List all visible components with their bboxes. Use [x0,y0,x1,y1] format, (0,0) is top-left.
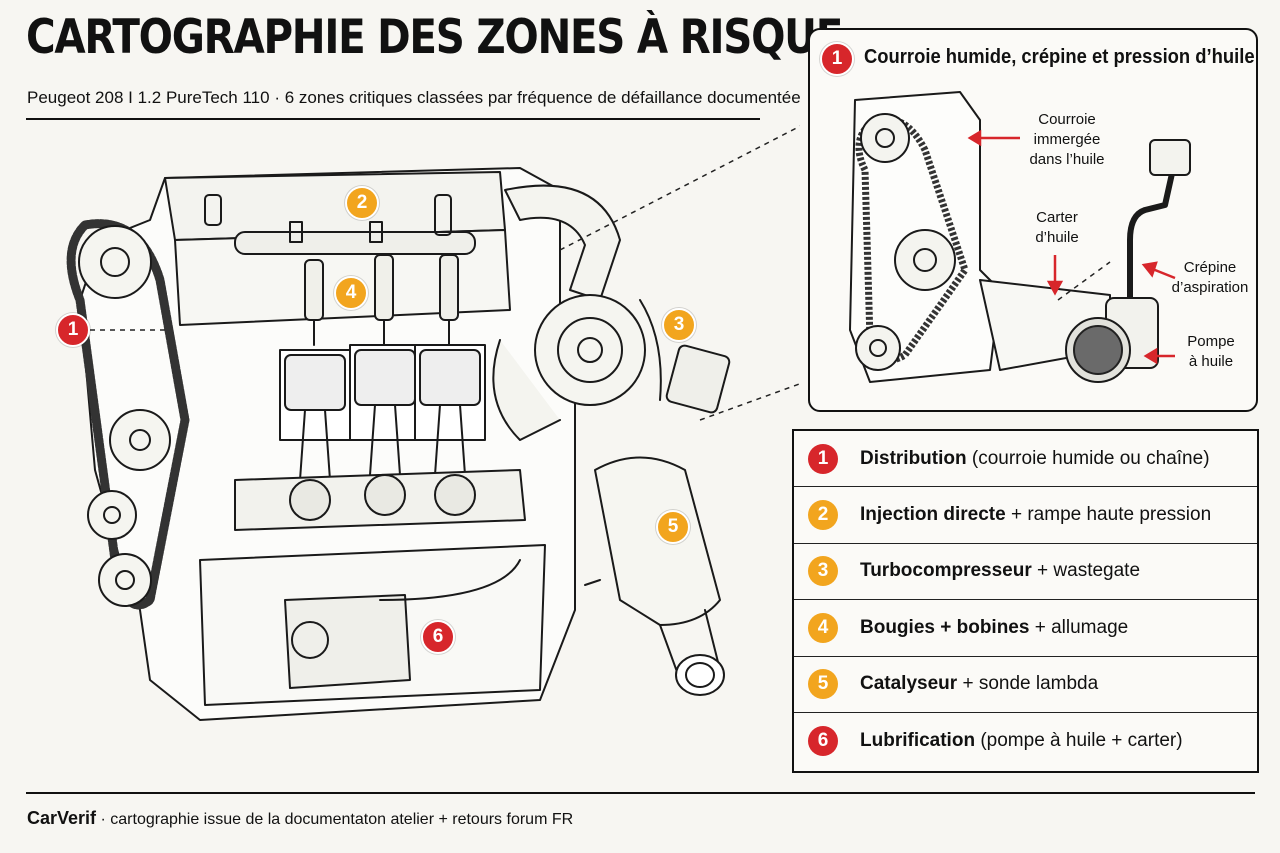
header-divider [26,118,760,120]
legend-detail: (courroie humide ou chaîne) [966,447,1210,469]
turbocharger [534,294,646,406]
legend-detail: (pompe à huile + carter) [975,730,1183,752]
legend-detail: + allumage [1029,616,1129,638]
footer-divider [26,792,1255,794]
engine-badge-1: 1 [56,313,90,347]
intake-pipe [504,184,621,301]
engine-badge-6: 6 [421,620,455,654]
legend-name: Distribution [860,447,967,469]
legend-badge-4: 4 [808,612,838,643]
engine-badge-5: 5 [656,510,690,544]
legend-row: 4 Bougies + bobines + allumage [794,600,1257,657]
legend-detail: + sonde lambda [957,673,1099,695]
legend-badge-3: 3 [808,556,838,587]
legend-row: 6 Lubrification (pompe à huile + carter) [794,713,1257,769]
callout-pump: Pompe à huile [1187,333,1235,370]
callout-belt: Courroie immergée dans l’huile [1029,111,1105,168]
detail-illustration [849,91,1191,383]
legend-row: 2 Injection directe + rampe haute pressi… [794,487,1257,544]
page-title: CARTOGRAPHIE DES ZONES À RISQUE [26,10,843,65]
footer-brand: CarVerif [27,808,97,828]
legend-row: 3 Turbocompresseur + wastegate [794,544,1257,601]
legend-table: 1 Distribution (courroie humide ou chaîn… [792,429,1259,773]
engine-badge-2: 2 [345,186,379,220]
legend-name: Bougies + bobines [860,616,1030,638]
legend-badge-6: 6 [808,726,838,757]
legend-name: Injection directe [860,504,1006,526]
detail-pickup-pipe [1127,159,1178,305]
pistons [279,344,486,481]
legend-name: Lubrification [860,730,976,752]
legend-badge-5: 5 [808,669,838,700]
legend-row: 5 Catalyseur + sonde lambda [794,657,1257,713]
engine-badge-4: 4 [334,276,368,310]
legend-row: 1 Distribution (courroie humide ou chaîn… [794,431,1257,488]
engine-badge-3: 3 [662,308,696,342]
legend-name: Turbocompresseur [860,560,1032,582]
page-subtitle: Peugeot 208 I 1.2 PureTech 110 · 6 zones… [27,88,801,107]
fuel-rail [234,231,476,255]
detail-title: Courroie humide, crépine et pression d’h… [864,46,1255,68]
legend-detail: + wastegate [1031,560,1141,582]
callout-strainer: Crépine d’aspiration [1171,259,1249,296]
legend-detail: + rampe haute pression [1005,504,1212,526]
legend-badge-1: 1 [808,443,838,474]
cylinder-head [164,171,506,241]
footer-text: · cartographie issue de la documentaton … [96,811,574,828]
detail-panel: 1 Courroie humide, crépine et pression d… [808,28,1258,412]
catalytic-converter [594,456,721,626]
cam-pulley [78,225,152,299]
callout-sump: Carter d’huile [1035,209,1079,246]
legend-badge-2: 2 [808,500,838,531]
injectors [304,254,459,346]
footer: CarVerif · cartographie issue de la docu… [27,808,573,829]
detail-badge: 1 [820,42,854,76]
legend-name: Catalyseur [860,673,958,695]
wastegate-actuator [665,344,731,414]
engine-illustration [66,125,800,721]
